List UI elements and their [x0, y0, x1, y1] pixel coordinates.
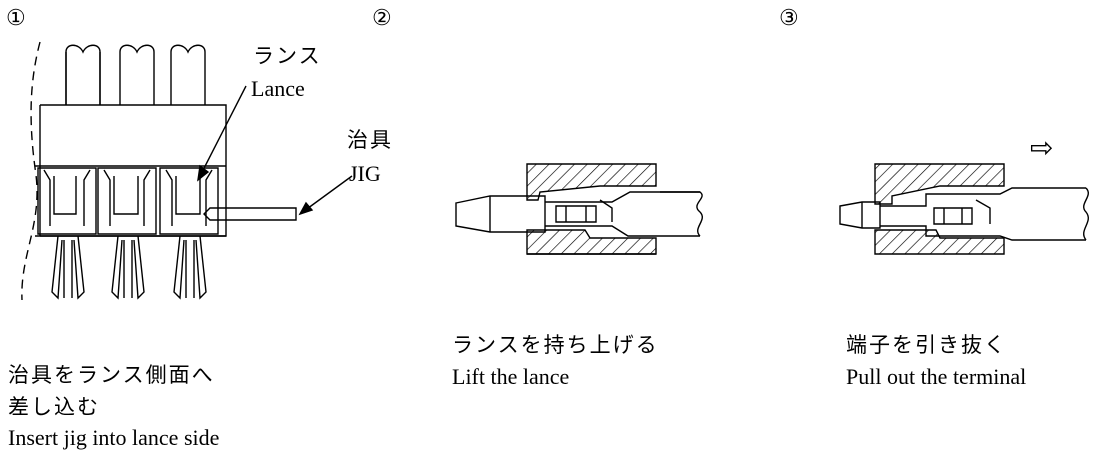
- lance-label-en: Lance: [251, 76, 305, 101]
- cavity-1: [38, 168, 96, 298]
- dashed-outline: [22, 42, 40, 300]
- cavity-3: [160, 168, 218, 298]
- step-1-caption-jp-line2: 差し込む: [8, 395, 100, 419]
- pull-direction-arrow-icon: ⇨: [1030, 131, 1054, 164]
- housing-outline: [40, 105, 226, 236]
- step-1-caption-jp-line1: 治具をランス側面へ: [8, 363, 215, 387]
- lance-label-jp: ランス: [253, 44, 322, 68]
- step-3-caption-jp: 端子を引き抜く: [846, 333, 1007, 357]
- step-2-section-drawing: [456, 164, 702, 254]
- step-3-section-drawing: [840, 164, 1088, 254]
- step-3-caption-en: Pull out the terminal: [846, 364, 1027, 389]
- step-2-caption-jp: ランスを持ち上げる: [452, 333, 659, 357]
- step-2-number: ②: [372, 6, 392, 31]
- jig-label-jp: 治具: [347, 128, 393, 152]
- step-1-caption-en: Insert jig into lance side: [8, 425, 220, 450]
- jig-icon: [204, 208, 296, 220]
- step-1-connector-drawing: [22, 42, 352, 300]
- cavity-2: [98, 168, 156, 298]
- lance-leader: [198, 86, 246, 180]
- jig-label-en: JIG: [349, 161, 381, 186]
- step-1-number: ①: [6, 6, 26, 31]
- step-2-caption-en: Lift the lance: [452, 364, 570, 389]
- wire-tops: [66, 45, 205, 105]
- step-3-number: ③: [779, 6, 799, 31]
